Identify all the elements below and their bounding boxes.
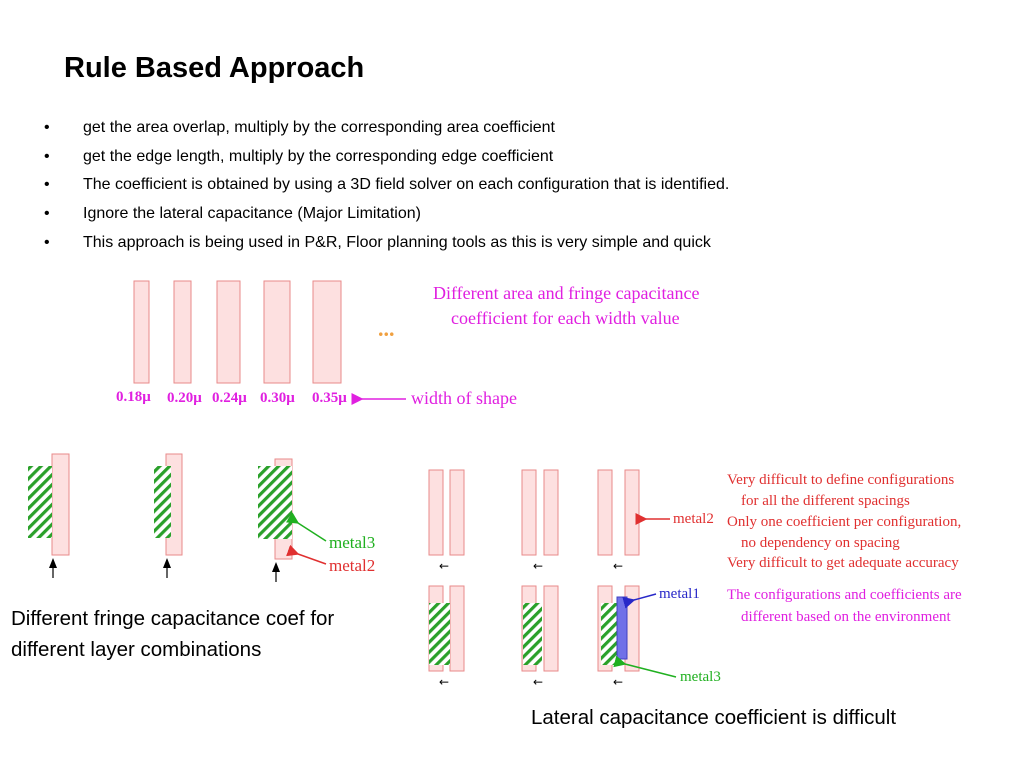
width-note-line: Different area and fringe capacitance (433, 283, 700, 303)
bullet-text: This approach is being used in P&R, Floo… (83, 233, 711, 251)
lateral-note-line: Only one coefficient per configuration, (727, 514, 961, 530)
lateral-note-line: for all the different spacings (741, 493, 910, 509)
spacing-arrow-icon: ← (613, 559, 623, 573)
width-label: 0.35μ (312, 390, 347, 406)
metal3-pointer (285, 512, 327, 542)
bullet-item: • get the area overlap, multiply by the c… (44, 117, 729, 146)
spacing-arrow-icon: ← (439, 559, 449, 573)
lateral-note-line: The configurations and coefficients are (727, 587, 962, 603)
lateral-note-line: no dependency on spacing (741, 535, 900, 551)
spacing-arrow-icon: ← (613, 675, 623, 689)
bullet-item: • The coefficient is obtained by using a … (44, 174, 729, 203)
metal3-label: metal3 (329, 533, 375, 552)
spacing-arrow-icon: ← (439, 675, 449, 689)
bullet-item: • get the edge length, multiply by the co… (44, 146, 729, 175)
metal2-shape (597, 469, 613, 556)
metal2-shape (543, 469, 559, 556)
fringe-caption: Different fringe capacitance coef for di… (11, 607, 335, 661)
metal3-shape (258, 466, 292, 539)
bullet-item: • This approach is being used in P&R, Flo… (44, 232, 729, 261)
metal2-shape (449, 585, 465, 672)
metal2-shape (449, 469, 465, 556)
lateral-note-line: Very difficult to define configurations (727, 472, 954, 488)
width-label: 0.30μ (260, 390, 295, 406)
metal3-pointer (613, 655, 677, 678)
width-arrow-label: width of shape (411, 388, 517, 408)
spacing-arrow-icon: ← (533, 559, 543, 573)
metal2-pointer (286, 544, 327, 565)
bullet-list: • get the area overlap, multiply by the c… (44, 117, 729, 260)
width-label: 0.20μ (167, 390, 202, 406)
ellipsis: ... (378, 316, 395, 341)
metal2-shape (521, 469, 537, 556)
metal2-shape (428, 469, 444, 556)
metal3-shape (523, 603, 542, 665)
slide-title: Rule Based Approach (64, 52, 365, 84)
bullet-symbol: • (44, 119, 50, 136)
spacing-arrow-icon: ← (533, 675, 543, 689)
bullet-text: get the area overlap, multiply by the co… (83, 119, 555, 136)
lateral-caption: Lateral capacitance coefficient is diffi… (531, 706, 897, 729)
bullet-symbol: • (44, 176, 50, 194)
bullet-symbol: • (44, 205, 50, 223)
metal1-pointer (622, 593, 657, 609)
metal2-shape (543, 585, 559, 672)
width-shape-0-20 (173, 280, 192, 384)
bullet-text: Ignore the lateral capacitance (Major Li… (83, 205, 421, 223)
metal2-label: metal2 (329, 556, 375, 575)
bullet-item: • Ignore the lateral capacitance (Major L… (44, 203, 729, 232)
metal1-shape (616, 596, 628, 660)
width-note-line: coefficient for each width value (451, 308, 680, 328)
width-shape-0-18 (133, 280, 150, 384)
bullet-text: get the edge length, multiply by the cor… (83, 147, 554, 165)
bullet-symbol: • (44, 147, 50, 165)
lateral-diagram: ← ← ← ← ← ← metal2 metal1 metal3 Very d (428, 469, 962, 689)
width-shape-0-24 (216, 280, 241, 384)
lateral-note-line: different based on the environment (741, 609, 951, 625)
lateral-note-line: Very difficult to get adequate accuracy (727, 555, 959, 571)
fringe-diagram: metal3 metal2 (28, 453, 375, 582)
bullet-symbol: • (44, 233, 50, 251)
metal1-label: metal1 (659, 586, 700, 602)
up-arrow-icon (49, 558, 57, 568)
width-shape-0-30 (263, 280, 291, 384)
metal3-label: metal3 (680, 669, 721, 685)
metal2-label: metal2 (673, 511, 714, 527)
up-arrow-icon (163, 558, 171, 568)
metal3-shape (28, 466, 52, 538)
metal3-shape (429, 603, 450, 665)
up-arrow-icon (272, 562, 280, 572)
bullet-text: The coefficient is obtained by using a 3… (83, 176, 730, 194)
metal2-shape (51, 453, 70, 556)
metal2-shape (624, 469, 640, 556)
metal3-shape (154, 466, 171, 538)
width-shape-0-35 (312, 280, 342, 384)
width-label: 0.18μ (116, 389, 151, 405)
width-diagram (133, 280, 342, 384)
width-label: 0.24μ (212, 390, 247, 406)
metal3-shape (601, 603, 620, 665)
